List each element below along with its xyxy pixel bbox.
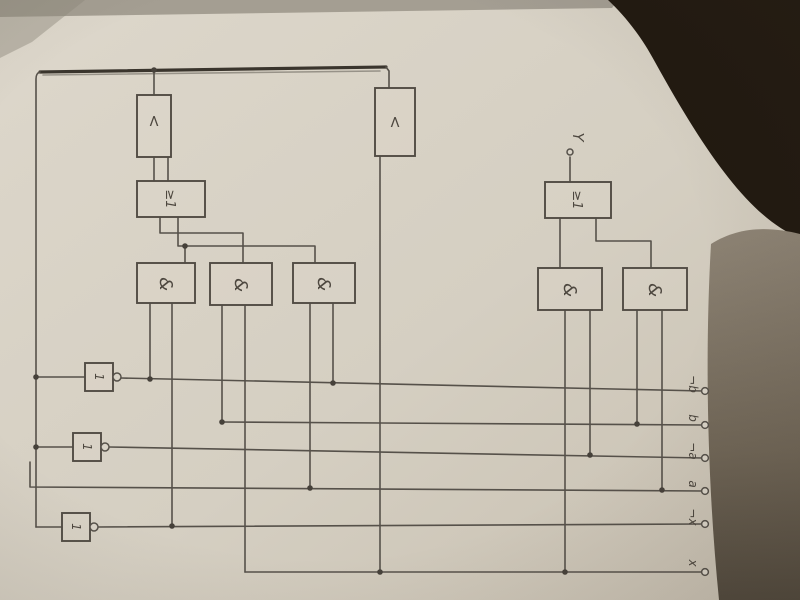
terminal-label: ¬b	[686, 375, 700, 393]
and-gate-3: &	[292, 262, 356, 304]
junction-dot	[659, 487, 665, 493]
and5-label: &	[644, 283, 665, 297]
junction-dot	[377, 569, 383, 575]
junction-dot	[634, 421, 640, 427]
clock-edge-icon: <	[145, 114, 164, 127]
inverter-bubble-icon	[100, 442, 110, 452]
inverter-bubble-icon	[112, 372, 122, 382]
terminal-not-a	[700, 453, 710, 463]
terminal-b	[700, 420, 710, 430]
or2-label: ≥1	[569, 190, 584, 209]
junction-dot	[587, 452, 593, 458]
or-gate-1: ≥1	[136, 180, 206, 218]
and1-label: &	[155, 277, 176, 291]
and-gate-5: &	[622, 267, 688, 311]
and-gate-4: &	[537, 267, 603, 311]
and4-label: &	[559, 283, 580, 297]
junction-dot	[151, 67, 157, 73]
junction-dot	[147, 376, 153, 382]
terminal-label: ¬x	[686, 508, 700, 526]
terminal-label: a	[686, 480, 700, 487]
and3-label: &	[313, 277, 334, 291]
or1-label: ≥1	[162, 189, 177, 208]
terminal-label: ¬a	[686, 442, 700, 459]
terminal-label: b	[686, 414, 700, 422]
and-gate-1: &	[136, 262, 196, 304]
junction-dot	[33, 374, 39, 380]
junction-dot	[169, 523, 175, 529]
clock-edge-icon: <	[386, 115, 405, 128]
terminal-y	[566, 148, 574, 156]
inv2-label: 1	[80, 443, 94, 451]
paper-edge-shadow-band	[707, 229, 800, 600]
junction-dot	[330, 380, 336, 386]
and-gate-2: &	[209, 262, 273, 306]
or-gate-2: ≥1	[544, 181, 612, 219]
junction-dot	[182, 243, 188, 249]
flipflop-ff2: <	[374, 87, 416, 157]
and2-label: &	[230, 278, 251, 292]
inv1-label: 1	[92, 373, 106, 381]
terminal-x	[700, 567, 710, 577]
terminal-not-b	[700, 386, 710, 396]
flipflop-ff1: <	[136, 94, 172, 158]
terminal-not-x	[700, 519, 710, 529]
terminal-label: x	[686, 558, 700, 567]
terminal-a	[700, 486, 710, 496]
junction-dot	[33, 444, 39, 450]
junction-dot	[307, 485, 313, 491]
inv3-label: 1	[69, 523, 83, 531]
junction-dot	[219, 419, 225, 425]
inverter-bubble-icon	[89, 522, 99, 532]
junction-dot	[562, 569, 568, 575]
